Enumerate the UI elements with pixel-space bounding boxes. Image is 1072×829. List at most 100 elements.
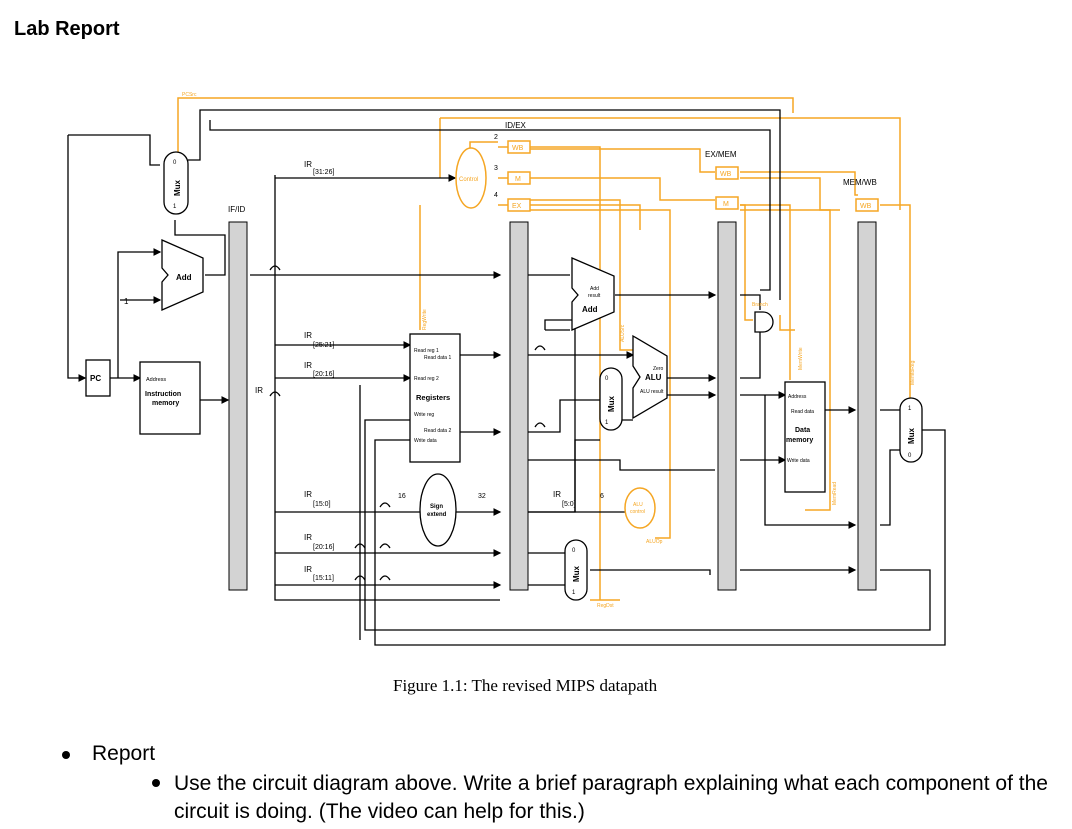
instr-mem-title2: memory [152, 400, 179, 407]
label-if-id: IF/ID [228, 205, 246, 214]
signal-aluop: ALUOp [646, 539, 663, 545]
ir-label-2: IR [304, 331, 312, 340]
reg-read-data2: Read data 2 [424, 428, 451, 434]
ir-label-6: IR [304, 565, 312, 574]
alu [632, 334, 668, 420]
sign-extend [419, 473, 457, 547]
stage-fields [507, 140, 879, 212]
label-ex-mem: EX/MEM [705, 150, 737, 159]
control-wires [177, 97, 911, 601]
width-16: 16 [398, 493, 406, 500]
sign-extend-label2: extend [427, 512, 447, 518]
pc-adder-label: Add [176, 273, 192, 282]
register-file [409, 333, 461, 463]
instr-mem-title1: Instruction [145, 391, 181, 398]
signal-alusrc: ALUSrc [620, 324, 626, 342]
pcsrc-mux-in1: 1 [173, 204, 177, 210]
bullet-dot [152, 779, 160, 787]
const-one: 1 [124, 297, 129, 306]
ir-field-20-16: [20:16] [313, 371, 334, 378]
ir-field-15-11: [15:11] [313, 575, 334, 582]
alu-label: ALU [645, 373, 662, 382]
memtoreg-mux-label: Mux [907, 427, 916, 444]
regdst-mux [564, 539, 588, 601]
alu-result: ALU result [640, 389, 664, 395]
control-width-2: 2 [494, 134, 498, 141]
idex-m-field: M [515, 176, 521, 183]
pcsrc-mux-label: Mux [173, 179, 182, 196]
signal-pcsrc: PCSrc [182, 92, 197, 98]
data-wires [67, 109, 946, 646]
pc-adder [161, 239, 204, 311]
reg-read-reg2: Read reg 2 [414, 376, 439, 382]
memtoreg-mux [899, 397, 923, 463]
reg-write-reg: Write reg [414, 412, 434, 418]
data-mem-title1: Data [795, 427, 810, 434]
data-mem-read-data: Read data [791, 409, 814, 415]
alu-control-label2: control [630, 509, 645, 515]
data-memory [784, 381, 826, 493]
instr-mem-address: Address [146, 377, 166, 383]
alu-zero: Zero [653, 366, 664, 372]
exmem-m-field: M [723, 201, 729, 208]
data-mem-title2: memory [786, 437, 813, 444]
ir-field-25-21: [25:21] [313, 342, 334, 349]
ir-label-7: IR [553, 490, 561, 499]
pipeline-register-mem-wb [857, 221, 877, 591]
regdst-mux-in1: 1 [572, 590, 576, 596]
signal-branch: Branch [752, 302, 768, 308]
control-label: Control [459, 177, 478, 183]
exmem-wb-field: WB [720, 171, 732, 178]
instruction-memory [139, 361, 201, 435]
wire-crossovers [269, 265, 546, 581]
data-mem-address: Address [788, 394, 807, 400]
label-id-ex: ID/EX [505, 121, 527, 130]
branch-add-line2: result [588, 293, 601, 299]
pipeline-register-id-ex [509, 221, 529, 591]
regdst-mux-in0: 0 [572, 548, 576, 554]
reg-title: Registers [416, 393, 450, 402]
pipeline-register-ex-mem [717, 221, 737, 591]
branch-add-label: Add [582, 305, 598, 314]
control-unit [455, 147, 487, 209]
branch-and-gate [754, 311, 774, 333]
branch-adder [571, 257, 615, 331]
figure-caption: Figure 1.1: The revised MIPS datapath [393, 676, 658, 695]
memtoreg-mux-in1: 1 [908, 406, 912, 412]
label-mem-wb: MEM/WB [843, 178, 877, 187]
ir-label-4: IR [304, 490, 312, 499]
alu-control-label1: ALU [633, 502, 643, 508]
ir-label-3: IR [304, 361, 312, 370]
ir-field-20-16-b: [20:16] [313, 544, 334, 551]
alu-control [624, 487, 656, 529]
branch-add-line1: Add [590, 286, 599, 292]
pcsrc-mux [163, 151, 189, 215]
ir-label-1: IR [304, 160, 312, 169]
signal-memtoreg: MemtoReg [910, 360, 916, 385]
ir-field-31-26: [31:26] [313, 169, 334, 176]
alusrc-mux-in0: 0 [605, 376, 609, 382]
reg-read-data1: Read data 1 [424, 355, 451, 361]
alusrc-mux-label: Mux [607, 395, 616, 412]
width-32: 32 [478, 493, 486, 500]
mips-datapath-diagram: IF/ID ID/EX EX/MEM MEM/WB WB M EX WB M W… [67, 92, 946, 646]
reg-read-reg1: Read reg 1 [414, 348, 439, 354]
signal-regdst: RegDst [597, 603, 614, 609]
pcsrc-mux-in0: 0 [173, 160, 177, 166]
alusrc-mux-in1: 1 [605, 420, 609, 426]
idex-wb-field: WB [512, 145, 524, 152]
sign-extend-label1: Sign [430, 504, 443, 510]
idex-ex-field: EX [512, 203, 522, 210]
bullet-dot [62, 751, 70, 759]
regdst-mux-label: Mux [572, 565, 581, 582]
signal-memread: MemRead [832, 482, 838, 505]
reg-write-data: Write data [414, 438, 437, 444]
signal-memwrite: MemWrite [798, 347, 804, 370]
alusrc-mux [599, 367, 623, 431]
pc-label: PC [90, 374, 101, 383]
data-mem-write-data: Write data [787, 458, 810, 464]
pipeline-register-if-id [228, 221, 248, 591]
ir-field-5-0: [5:0] [562, 501, 576, 508]
ir-label-ifid: IR [255, 386, 263, 395]
pc-register [85, 359, 111, 397]
